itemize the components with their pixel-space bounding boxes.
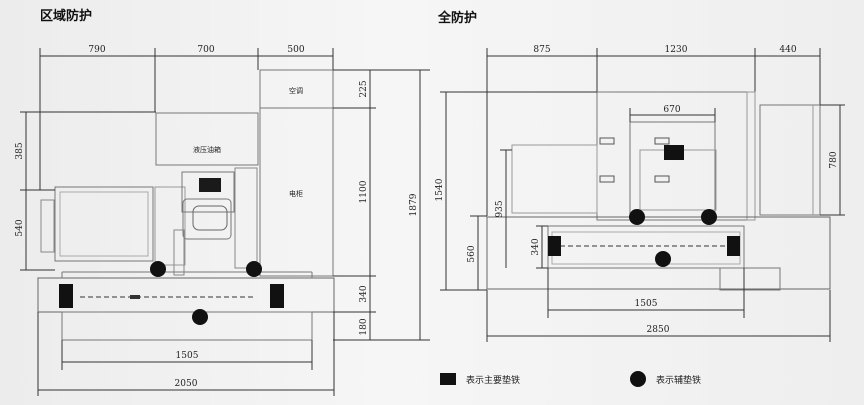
left-dim-top-790: 790 <box>88 45 105 55</box>
electric-cabinet-box <box>259 107 334 277</box>
left-dim-385: 385 <box>15 142 25 159</box>
left-diagram-title: 区域防护 <box>40 9 93 24</box>
right-dim-1505: 1505 <box>635 299 658 309</box>
left-dim-1879: 1879 <box>409 193 419 216</box>
left-dim-225: 225 <box>359 80 369 97</box>
aux-pad <box>701 209 717 225</box>
right-diagram <box>440 48 845 342</box>
spindle-display <box>192 178 228 231</box>
left-label-cabinet: 电柜 <box>289 189 303 198</box>
right-pads <box>548 137 740 267</box>
right-left-dimension <box>440 91 597 291</box>
left-top-dimension <box>39 48 334 190</box>
right-dim-560: 560 <box>467 245 477 262</box>
left-chute <box>154 186 186 266</box>
left-bottom-dimension <box>37 312 335 396</box>
fixture-mark <box>599 137 615 145</box>
right-dim-935: 935 <box>495 200 505 217</box>
right-dim-780: 780 <box>829 151 839 168</box>
right-dim-1540: 1540 <box>435 178 445 201</box>
left-diagram <box>20 48 430 396</box>
left-handle <box>40 199 55 253</box>
right-base-tray <box>551 231 741 265</box>
legend-aux-pad-swatch <box>630 371 646 387</box>
spindle-head <box>181 171 235 213</box>
fixture-mark <box>654 137 670 145</box>
right-dim-670: 670 <box>663 105 680 115</box>
left-dim-2050: 2050 <box>175 379 198 389</box>
right-dim-top-1230: 1230 <box>665 45 688 55</box>
legend: 表示主要垫铁 表示辅垫铁 <box>440 371 701 387</box>
right-dim-2850: 2850 <box>647 325 670 335</box>
right-bottom-dimension <box>486 268 831 342</box>
right-dim-top-440: 440 <box>779 45 796 55</box>
right-top-dimension <box>486 48 821 216</box>
right-column <box>234 167 258 269</box>
legend-main-pad-swatch <box>440 373 456 385</box>
left-dim-1100: 1100 <box>359 180 369 203</box>
left-label-air: 空调 <box>289 86 303 95</box>
left-base <box>37 277 335 313</box>
fixture-mark <box>599 175 615 183</box>
left-right-dimension <box>333 69 430 341</box>
left-base-lower <box>61 311 313 341</box>
left-dim-180: 180 <box>359 318 369 335</box>
right-side-panel <box>746 91 756 221</box>
right-chip-box <box>719 267 781 291</box>
fixture-mark <box>654 175 670 183</box>
tank-column <box>173 229 185 276</box>
ram-left <box>511 144 598 214</box>
center-mark <box>130 295 140 299</box>
main-pad <box>727 236 740 256</box>
right-base <box>486 216 831 290</box>
right-dim-340: 340 <box>531 238 541 255</box>
left-label-tank: 液压油箱 <box>193 145 221 154</box>
main-pad <box>548 236 561 256</box>
main-pad <box>664 145 684 160</box>
legend-aux-pad-label: 表示辅垫铁 <box>656 374 701 386</box>
aux-pad <box>150 261 166 277</box>
left-dim-340: 340 <box>359 285 369 302</box>
aux-pad <box>655 251 671 267</box>
left-dim-top-500: 500 <box>287 45 304 55</box>
main-pad <box>59 284 73 308</box>
legend-main-pad-label: 表示主要垫铁 <box>466 374 520 386</box>
inner-frame <box>629 121 716 218</box>
aux-pad <box>246 261 262 277</box>
right-dim-top-875: 875 <box>533 45 550 55</box>
left-dim-1505: 1505 <box>176 351 199 361</box>
main-pad <box>270 284 284 308</box>
right-cabinet <box>759 104 821 216</box>
aux-pad <box>629 209 645 225</box>
right-diagram-title: 全防护 <box>438 11 478 26</box>
left-guard-box <box>54 186 154 262</box>
spindle-motor <box>182 198 232 240</box>
left-guard-inner <box>59 191 149 257</box>
right-right-dimension <box>820 104 845 216</box>
left-dim-top-700: 700 <box>197 45 214 55</box>
aux-pad <box>192 309 208 325</box>
right-inner-top-dimension <box>629 108 716 122</box>
left-dim-540: 540 <box>15 219 25 236</box>
left-pads <box>59 261 284 325</box>
left-left-dimension <box>20 111 156 271</box>
hydraulic-tank-box <box>155 112 259 166</box>
